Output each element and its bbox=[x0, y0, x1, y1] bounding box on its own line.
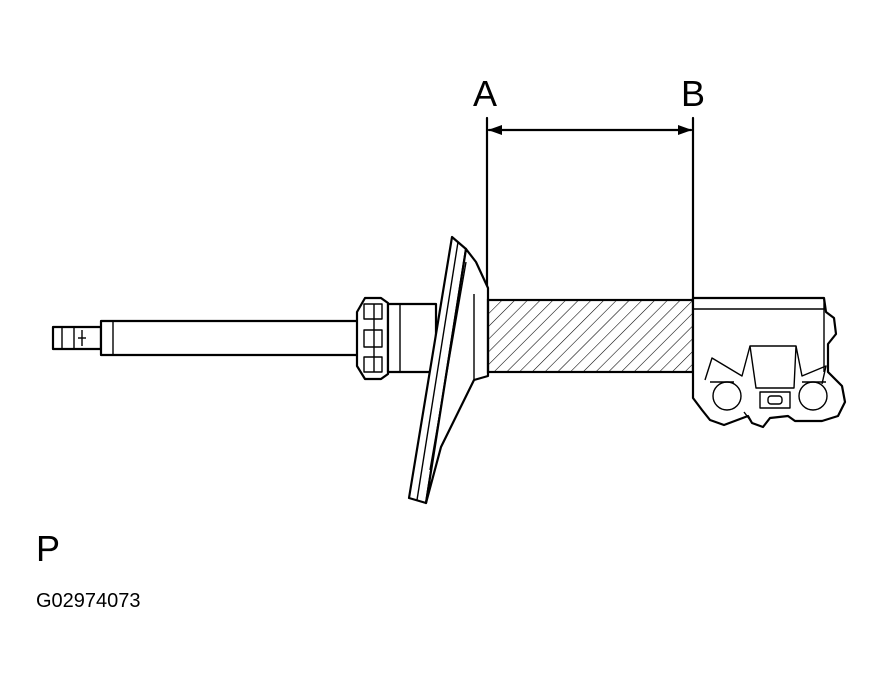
lock-nut bbox=[355, 296, 390, 381]
marker-b-label: B bbox=[681, 73, 705, 114]
figure-code: G02974073 bbox=[36, 590, 141, 612]
piston-rod bbox=[99, 319, 361, 357]
upper-mount bbox=[386, 302, 438, 374]
side-marker-label: P bbox=[36, 528, 60, 569]
knuckle-bracket bbox=[691, 296, 847, 429]
marker-a-label: A bbox=[473, 73, 497, 114]
rod-tip bbox=[51, 325, 103, 351]
shock-body bbox=[486, 298, 695, 374]
spring-seat bbox=[407, 235, 490, 505]
